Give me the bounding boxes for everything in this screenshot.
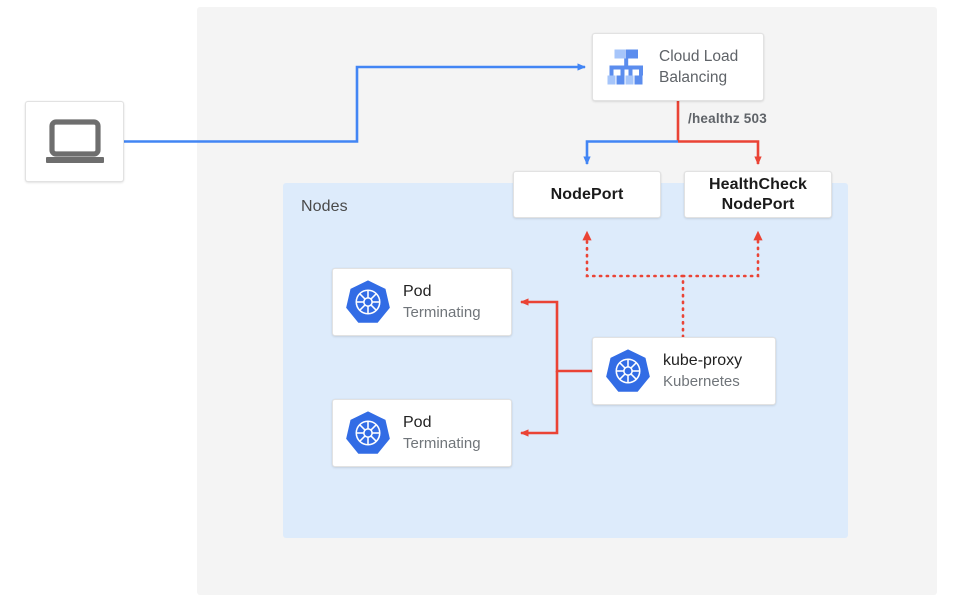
cloud-load-balancing-line1: Cloud Load <box>659 47 739 65</box>
kube-proxy-label-group: kube-proxy Kubernetes <box>663 351 742 391</box>
kube-proxy-subtitle: Kubernetes <box>663 372 740 390</box>
healthcheck-nodeport-node[interactable]: HealthCheck NodePort <box>684 171 832 218</box>
kubernetes-icon <box>346 280 390 323</box>
healthcheck-nodeport-line2: NodePort <box>721 195 795 213</box>
healthcheck-nodeport-label: HealthCheck NodePort <box>709 175 807 214</box>
laptop-icon <box>45 118 104 163</box>
kube-proxy-node[interactable]: kube-proxy Kubernetes <box>592 337 776 405</box>
nodeport-node[interactable]: NodePort <box>513 171 661 218</box>
kube-proxy-title: kube-proxy <box>663 352 743 370</box>
nodes-region-label: Nodes <box>301 198 348 215</box>
pod-node-2[interactable]: Pod Terminating <box>332 399 512 467</box>
kubernetes-icon <box>346 411 390 454</box>
nodeport-label: NodePort <box>550 185 624 203</box>
cloud-load-balancing-line2: Balancing <box>659 69 728 86</box>
pod-node-1[interactable]: Pod Terminating <box>332 268 512 336</box>
cloud-load-balancing-icon <box>607 49 643 85</box>
pod-subtitle-1: Terminating <box>403 303 481 321</box>
pod-label-group-2: Pod Terminating <box>403 413 481 453</box>
pod-label-group-1: Pod Terminating <box>403 282 481 322</box>
client-node[interactable] <box>25 101 124 182</box>
pod-title-2: Pod <box>403 414 432 432</box>
healthz-status-label: /healthz 503 <box>688 111 767 126</box>
pod-subtitle-2: Terminating <box>403 434 481 452</box>
pod-title-1: Pod <box>403 283 432 301</box>
healthcheck-nodeport-line1: HealthCheck <box>708 175 808 193</box>
cloud-load-balancing-label: Cloud Load Balancing <box>659 46 738 89</box>
cloud-load-balancing-node[interactable]: Cloud Load Balancing <box>592 33 764 101</box>
kubernetes-icon <box>606 349 650 392</box>
